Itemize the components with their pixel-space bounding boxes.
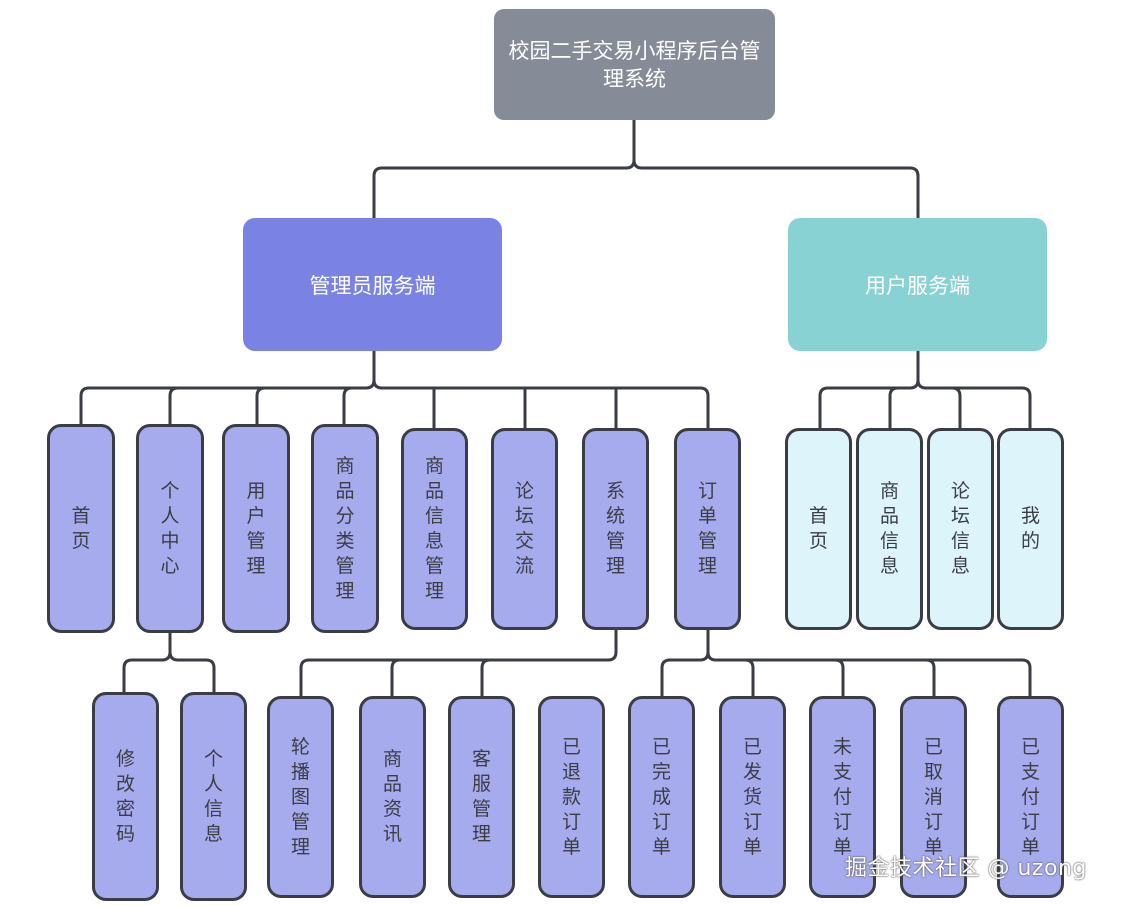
admin-item-label: 用户管理 [246,479,266,577]
admin-item-label: 个人中心 [160,479,180,577]
admin-item-home[interactable]: 首页 [47,424,115,633]
user-item-home[interactable]: 首页 [785,428,852,630]
root-node[interactable]: 校园二手交易小程序后台管理系统 [494,9,775,120]
order-item-unpaid[interactable]: 未支付订单 [809,696,876,898]
user-item-forum-info[interactable]: 论坛信息 [927,428,994,630]
system-item-label: 轮播图管理 [291,735,311,858]
admin-item-system-management[interactable]: 系统管理 [582,428,649,630]
user-node[interactable]: 用户服务端 [788,218,1047,351]
admin-item-order-management[interactable]: 订单管理 [674,428,741,630]
order-item-shipped[interactable]: 已发货订单 [719,696,786,898]
connector-system [299,628,618,696]
user-item-label: 商品信息 [880,480,900,577]
connector-personal-b [168,651,216,692]
system-item-product-news[interactable]: 商品资讯 [359,696,426,898]
watermark: 掘金技术社区 @ uzong [845,856,1087,881]
order-item-cancelled[interactable]: 已取消订单 [900,696,967,898]
connector-user-c3 [951,386,962,428]
personal-item-personal-info[interactable]: 个人信息 [180,692,247,901]
connector-admin-c3 [255,386,266,424]
admin-title: 管理员服务端 [309,273,436,298]
order-item-label: 已完成订单 [652,735,672,858]
system-item-label: 已退款订单 [562,735,582,858]
root-title: 校园二手交易小程序后台管理系统 [508,38,761,91]
user-item-product-info[interactable]: 商品信息 [856,428,923,630]
order-item-label: 已取消订单 [924,735,944,858]
personal-item-label: 个人信息 [204,747,224,845]
system-item-customer-service[interactable]: 客服管理 [448,696,515,898]
connector-order-c4 [925,658,936,696]
system-item-carousel-management[interactable]: 轮播图管理 [267,696,334,898]
admin-item-forum[interactable]: 论坛交流 [491,428,558,630]
connector-system-c3 [480,658,491,696]
user-item-label: 论坛信息 [951,480,971,577]
system-item-label: 商品资讯 [383,748,403,845]
admin-item-label: 订单管理 [698,480,718,577]
admin-item-user-management[interactable]: 用户管理 [222,424,290,633]
connector-order-b [706,651,1032,696]
connector-order-c3 [834,658,845,696]
order-item-paid[interactable]: 已支付订单 [997,696,1064,898]
admin-item-label: 论坛交流 [515,480,535,577]
personal-item-label: 修改密码 [116,747,136,845]
user-title: 用户服务端 [865,273,970,298]
order-item-label: 已支付订单 [1021,735,1041,858]
admin-node[interactable]: 管理员服务端 [243,218,502,351]
connector-system-c2 [390,658,401,696]
user-item-mine[interactable]: 我的 [997,428,1064,630]
admin-item-label: 系统管理 [606,480,626,577]
system-item-label: 客服管理 [472,748,492,845]
connector-user-b [916,379,1032,428]
personal-item-change-password[interactable]: 修改密码 [92,692,159,901]
admin-item-category-management[interactable]: 商品分类管理 [311,424,379,633]
connector-admin-c2 [168,386,179,424]
user-item-label: 我的 [1021,505,1041,552]
connector-root-user [632,159,920,218]
admin-item-personal-center[interactable]: 个人中心 [136,424,204,633]
connector-user-c2 [888,386,899,428]
system-item-refunded-orders[interactable]: 已退款订单 [538,696,605,898]
user-item-label: 首页 [809,505,829,552]
admin-item-label: 首页 [71,504,91,552]
order-item-label: 已发货订单 [743,735,763,858]
admin-item-label: 商品分类管理 [335,454,355,602]
connector-admin-b [372,379,710,428]
connector-admin-c4 [342,386,353,424]
order-item-label: 未支付订单 [833,735,853,858]
admin-item-product-management[interactable]: 商品信息管理 [401,428,468,630]
admin-item-label: 商品信息管理 [425,455,445,602]
connector-order-c2 [744,658,755,696]
order-item-completed[interactable]: 已完成订单 [628,696,695,898]
